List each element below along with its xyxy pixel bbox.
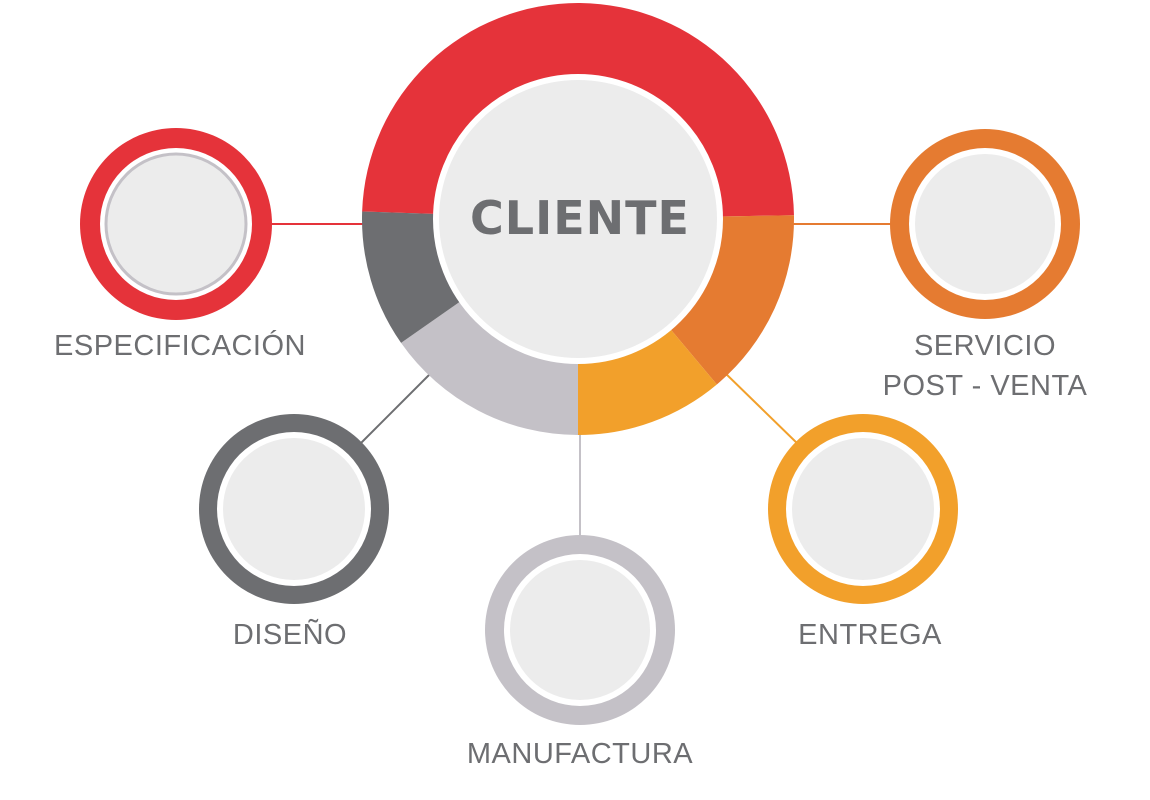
node-servicio	[890, 129, 1080, 319]
node-entrega	[768, 414, 958, 604]
label-entrega: ENTREGA	[798, 619, 942, 651]
label-manufactura: MANUFACTURA	[466, 738, 694, 770]
center-title: CLIENTE	[470, 191, 690, 245]
label-servicio-line2: POST - VENTA	[882, 370, 1088, 402]
node-diseno	[199, 414, 389, 604]
ring-segment-manufactura	[401, 300, 578, 435]
ring-segment-entrega	[578, 327, 717, 435]
connector-entrega	[721, 369, 801, 447]
label-diseno: DISEÑO	[232, 619, 348, 651]
center-circle	[433, 74, 723, 364]
label-especificacion: ESPECIFICACIÓN	[54, 330, 306, 362]
node-manufactura	[485, 535, 675, 725]
node-especificacion	[80, 128, 272, 320]
connector-diseno	[357, 371, 433, 447]
label-servicio-line1: SERVICIO	[913, 330, 1057, 362]
ring-segment-especificacion	[362, 2, 794, 217]
ring-segment-servicio	[669, 215, 794, 385]
